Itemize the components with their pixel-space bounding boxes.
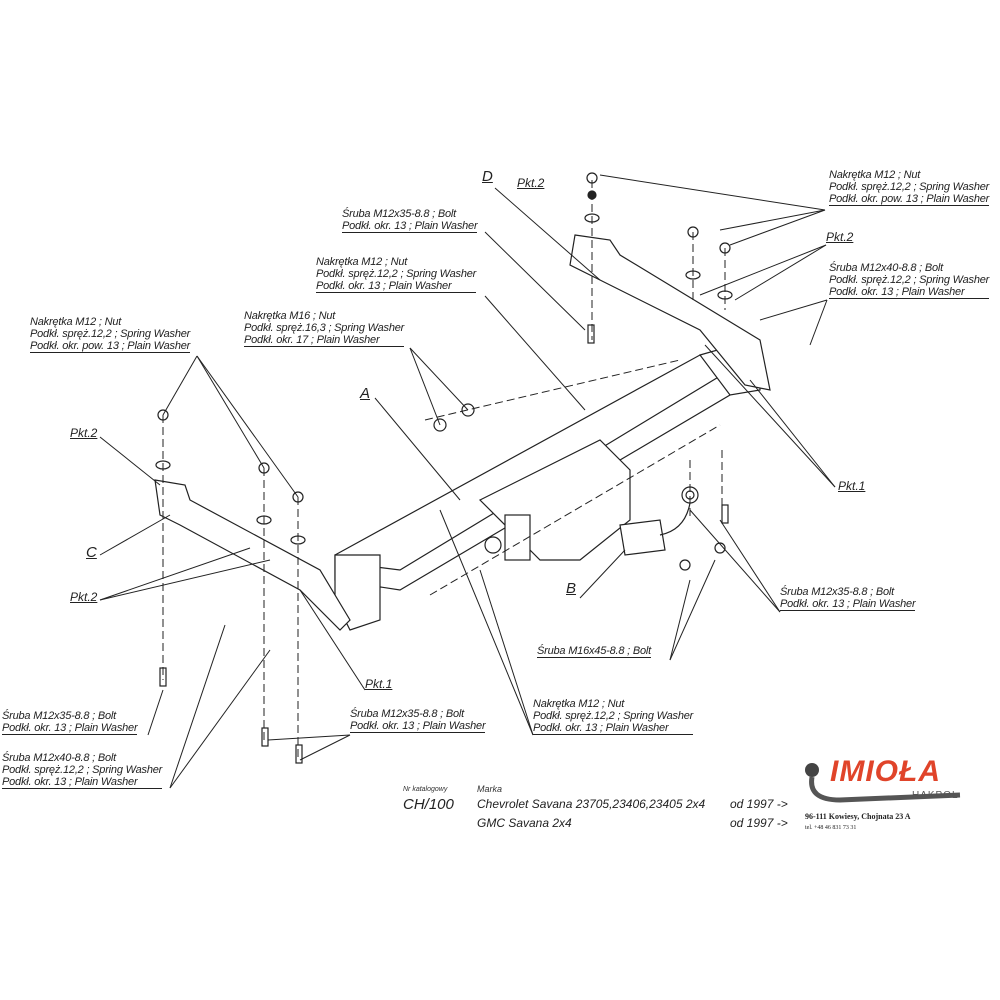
callout-top-nut: Nakrętka M12 ; Nut Podkł. spręż.12,2 ; S… bbox=[316, 256, 476, 293]
callout-line: Podkł. okr. 13 ; Plain Washer bbox=[533, 722, 694, 735]
catalog-label: Nr katalogowy bbox=[403, 786, 448, 793]
part-label-c: C bbox=[86, 544, 97, 561]
callout-line: Podkł. okr. 13 ; Plain Washer bbox=[2, 722, 138, 735]
brand-logo: IMIOŁA bbox=[830, 755, 941, 788]
callout-line: Śruba M12x35-8.8 ; Bolt bbox=[780, 586, 895, 598]
callout-m16-bolt: Śruba M16x45-8.8 ; Bolt bbox=[537, 645, 651, 658]
callout-line: Podkł. spręż.12,2 ; Spring Washer bbox=[316, 268, 477, 280]
leader-lines bbox=[99, 174, 836, 789]
callout-right-nut: Nakrętka M12 ; Nut Podkł. spręż.12,2 ; S… bbox=[829, 169, 989, 206]
callout-line: Podkł. spręż.12,2 ; Spring Washer bbox=[30, 328, 191, 340]
callout-line: Podkł. okr. 13 ; Plain Washer bbox=[829, 286, 990, 299]
company-phone: tel. +48 46 831 73 31 bbox=[805, 825, 857, 831]
callout-top-bolt: Śruba M12x35-8.8 ; Bolt Podkł. okr. 13 ;… bbox=[342, 208, 478, 233]
callout-line: Podkł. okr. 13 ; Plain Washer bbox=[2, 776, 163, 789]
callout-line: Podkł. okr. 13 ; Plain Washer bbox=[350, 720, 486, 733]
part-label-a: A bbox=[360, 385, 371, 402]
callout-right-bolt35: Śruba M12x35-8.8 ; Bolt Podkł. okr. 13 ;… bbox=[780, 586, 916, 611]
company-address: 96-111 Kowiesy, Chojnata 23 A bbox=[805, 812, 911, 821]
callout-left-nut: Nakrętka M12 ; Nut Podkł. spręż.12,2 ; S… bbox=[30, 316, 190, 353]
callout-line: Śruba M12x35-8.8 ; Bolt bbox=[2, 710, 117, 722]
vehicle-from: od 1997 -> bbox=[730, 816, 788, 830]
callout-line: Śruba M12x40-8.8 ; Bolt bbox=[829, 262, 944, 274]
callout-bl-bolt35: Śruba M12x35-8.8 ; Bolt Podkł. okr. 13 ;… bbox=[2, 710, 138, 735]
make-label: Marka bbox=[477, 784, 503, 794]
callout-line: Podkł. okr. pow. 13 ; Plain Washer bbox=[30, 340, 191, 353]
callout-line: Nakrętka M12 ; Nut bbox=[533, 698, 625, 710]
callout-line: Podkł. spręż.12,2 ; Spring Washer bbox=[829, 274, 990, 286]
callout-line: Podkł. spręż.12,2 ; Spring Washer bbox=[2, 764, 163, 776]
pkt2-label: Pkt.2 bbox=[517, 176, 545, 190]
pkt1-label: Pkt.1 bbox=[838, 479, 866, 493]
callout-line: Podkł. spręż.12,2 ; Spring Washer bbox=[829, 181, 990, 193]
callout-line: Podkł. okr. 13 ; Plain Washer bbox=[342, 220, 478, 233]
pkt1-label: Pkt.1 bbox=[365, 677, 393, 691]
pkt2-label: Pkt.2 bbox=[70, 426, 98, 440]
callout-m16-nut: Nakrętka M16 ; Nut Podkł. spręż.16,3 ; S… bbox=[244, 310, 404, 347]
callout-line: Podkł. okr. 13 ; Plain Washer bbox=[316, 280, 477, 293]
pkt2-label: Pkt.2 bbox=[70, 590, 98, 604]
callout-line: Nakrętka M16 ; Nut bbox=[244, 310, 336, 322]
callout-bl-bolt40: Śruba M12x40-8.8 ; Bolt Podkł. spręż.12,… bbox=[2, 752, 162, 789]
callout-line: Śruba M12x35-8.8 ; Bolt bbox=[342, 208, 457, 220]
callout-line: Śruba M12x40-8.8 ; Bolt bbox=[2, 752, 117, 764]
logo-mark bbox=[805, 763, 961, 803]
part-label-b: B bbox=[566, 580, 577, 597]
part-label-d: D bbox=[482, 168, 493, 185]
callout-line: Nakrętka M12 ; Nut bbox=[829, 169, 921, 181]
vehicle-name: GMC Savana 2x4 bbox=[477, 816, 572, 830]
callout-line: Śruba M16x45-8.8 ; Bolt bbox=[537, 645, 652, 658]
callout-right-bolt40: Śruba M12x40-8.8 ; Bolt Podkł. spręż.12,… bbox=[829, 262, 989, 299]
callout-line: Nakrętka M12 ; Nut bbox=[30, 316, 122, 328]
callout-line: Śruba M12x35-8.8 ; Bolt bbox=[350, 708, 465, 720]
catalog-number: CH/100 bbox=[403, 796, 454, 813]
brand-sub: HAKPOL bbox=[912, 790, 959, 801]
callout-bottom-nut: Nakrętka M12 ; Nut Podkł. spręż.12,2 ; S… bbox=[533, 698, 693, 735]
bracket-c bbox=[154, 479, 351, 631]
callout-bm-bolt35: Śruba M12x35-8.8 ; Bolt Podkł. okr. 13 ;… bbox=[350, 708, 486, 733]
callout-line: Podkł. spręż.16,3 ; Spring Washer bbox=[244, 322, 405, 334]
callout-line: Podkł. okr. pow. 13 ; Plain Washer bbox=[829, 193, 990, 206]
callout-line: Podkł. spręż.12,2 ; Spring Washer bbox=[533, 710, 694, 722]
callout-line: Podkł. okr. 13 ; Plain Washer bbox=[780, 598, 916, 611]
vehicle-from: od 1997 -> bbox=[730, 797, 788, 811]
callout-line: Podkł. okr. 17 ; Plain Washer bbox=[244, 334, 405, 347]
pkt2-label: Pkt.2 bbox=[826, 230, 854, 244]
vehicle-name: Chevrolet Savana 23705,23406,23405 2x4 bbox=[477, 797, 706, 811]
main-beam bbox=[334, 344, 761, 631]
callout-line: Nakrętka M12 ; Nut bbox=[316, 256, 408, 268]
bracket-d bbox=[569, 234, 771, 391]
